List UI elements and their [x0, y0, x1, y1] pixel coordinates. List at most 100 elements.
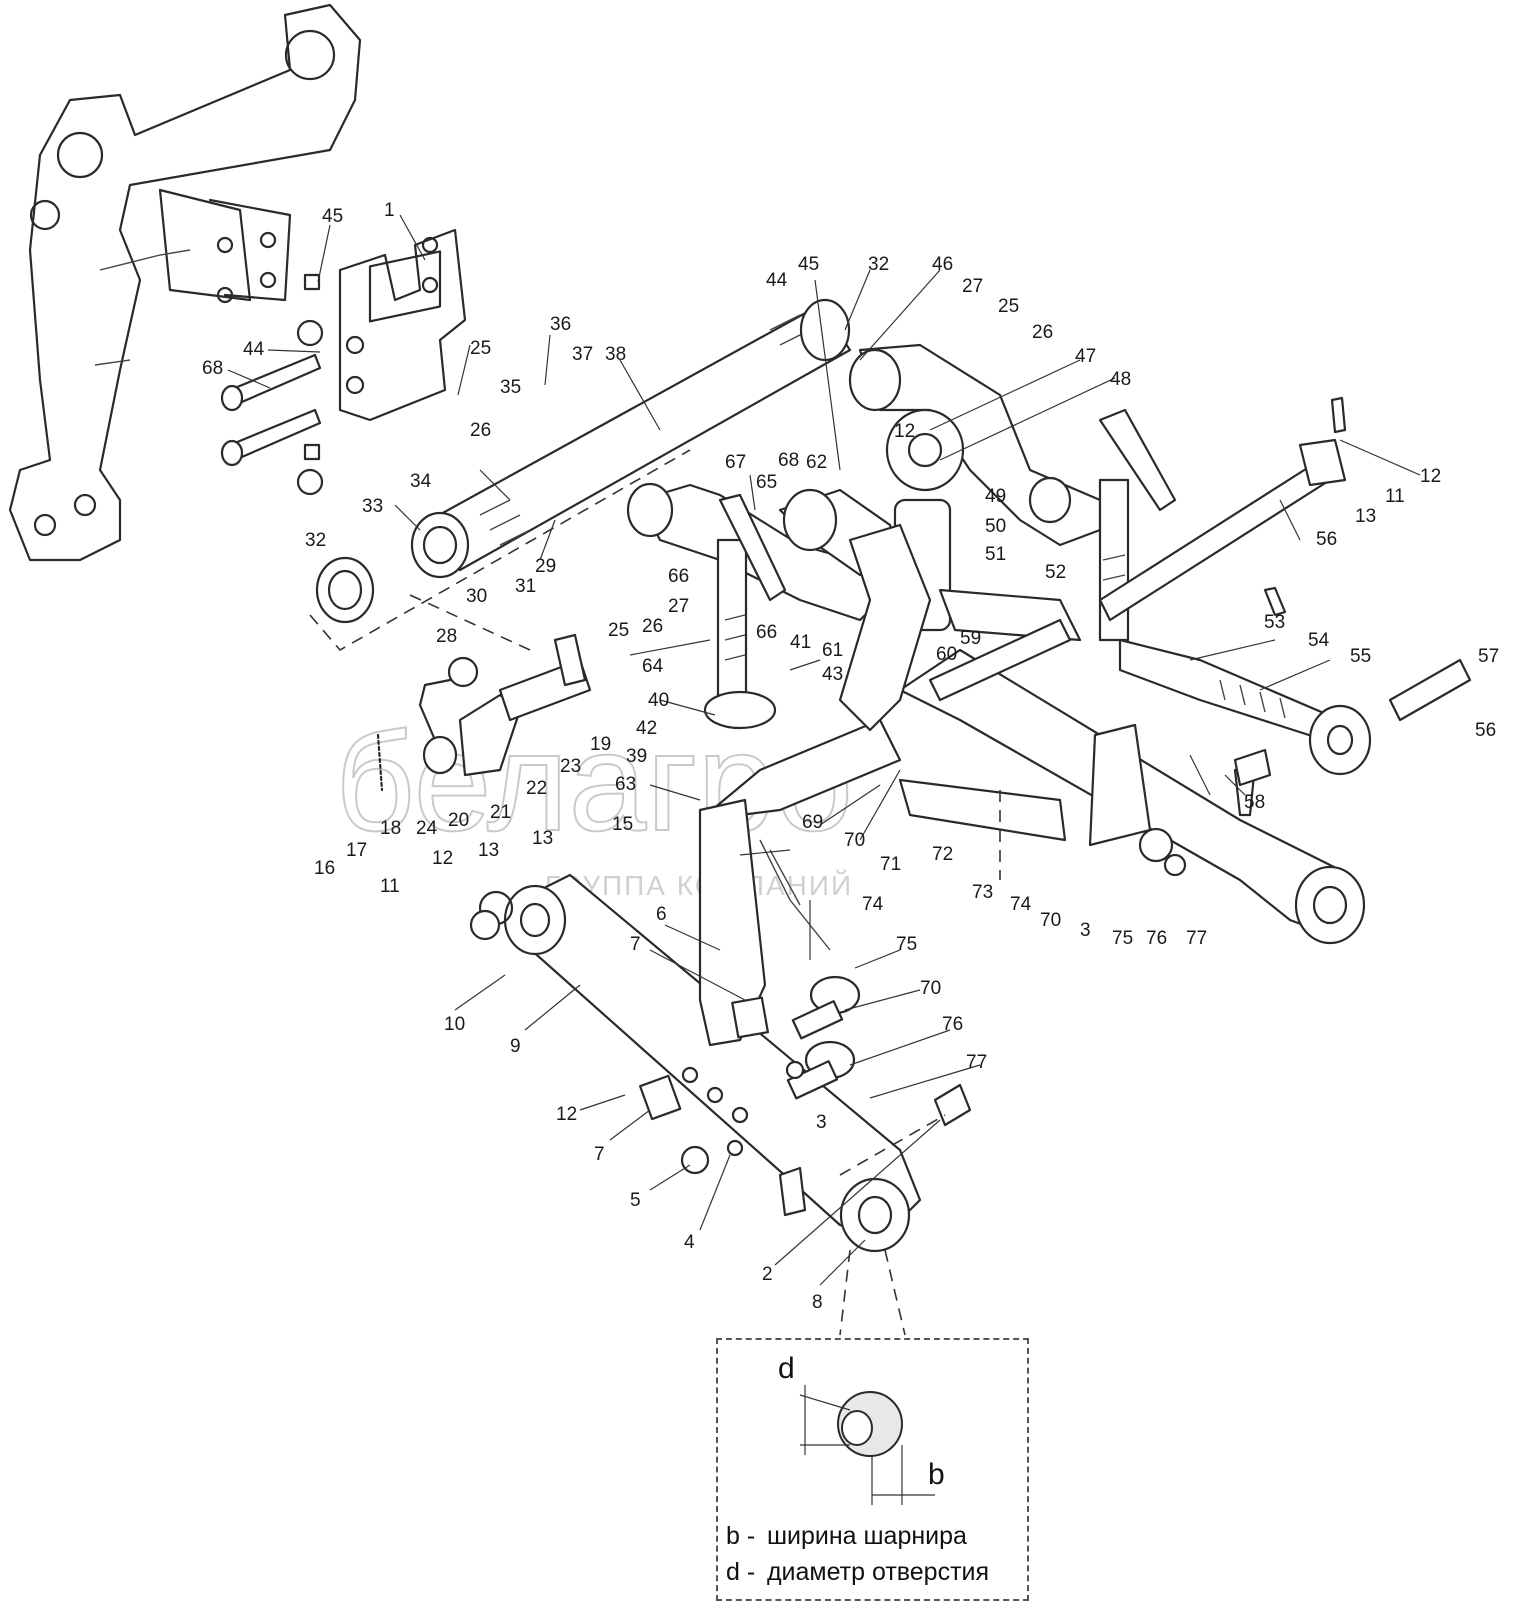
- hardware: [469, 396, 1347, 1217]
- callout: 11: [380, 876, 400, 897]
- callout: 19: [590, 734, 611, 755]
- callout: 60: [936, 644, 957, 665]
- callout: 76: [1146, 928, 1167, 949]
- legend-symbol-d: d -: [726, 1558, 756, 1586]
- callout: 15: [612, 814, 633, 835]
- callout: 45: [798, 254, 819, 275]
- callout: 31: [515, 576, 536, 597]
- callout: 73: [972, 882, 993, 903]
- callout: 75: [896, 934, 917, 955]
- assembly-lines: [309, 449, 1001, 1336]
- callout: 47: [1075, 346, 1096, 367]
- callout: 27: [668, 596, 689, 617]
- dimension-b-label: b: [928, 1458, 945, 1491]
- callout: 66: [668, 566, 689, 587]
- callout: 29: [535, 556, 556, 577]
- callout: 25: [470, 338, 491, 359]
- callout: 56: [1316, 529, 1337, 550]
- callout: 38: [605, 344, 626, 365]
- callout: 77: [1186, 928, 1207, 949]
- callout: 42: [636, 718, 657, 739]
- callout: 17: [346, 840, 367, 861]
- callout: 24: [416, 818, 438, 839]
- callout: 7: [630, 934, 641, 955]
- bracket-plate: [338, 228, 467, 422]
- callout: 76: [942, 1014, 963, 1035]
- callout: 33: [362, 496, 383, 517]
- callout: 48: [1110, 369, 1131, 390]
- dimension-legend: d b b - ширина шарнира d - диаметр отвер…: [716, 1338, 1029, 1601]
- callout: 37: [572, 344, 593, 365]
- callout: 13: [478, 840, 499, 861]
- callout: 36: [550, 314, 571, 335]
- callout: 72: [932, 844, 953, 865]
- ball-joint-detail: [799, 1385, 935, 1505]
- callout: 26: [642, 616, 663, 637]
- callout: 32: [305, 530, 326, 551]
- callout-labels: 1 45 44 68 25 36 37 38 35 26 34 33 32 30…: [202, 200, 1499, 1313]
- callout: 21: [490, 802, 511, 823]
- legend-line-d: d - диаметр отверстия: [726, 1558, 989, 1587]
- callout: 61: [822, 640, 843, 661]
- callout: 13: [532, 828, 553, 849]
- callout: 26: [470, 420, 491, 441]
- callout: 54: [1308, 630, 1330, 651]
- callout: 6: [656, 904, 667, 925]
- callout: 50: [985, 516, 1006, 537]
- callout: 46: [932, 254, 953, 275]
- callout: 43: [822, 664, 843, 685]
- callout: 30: [466, 586, 487, 607]
- callout: 63: [615, 774, 636, 795]
- legend-text-b: ширина шарнира: [766, 1522, 967, 1550]
- brace-chain: [698, 778, 1067, 1100]
- callout: 34: [410, 471, 432, 492]
- callout: 22: [526, 778, 547, 799]
- callout: 10: [444, 1014, 465, 1035]
- callout: 20: [448, 810, 469, 831]
- callout: 5: [630, 1190, 641, 1211]
- callout: 44: [243, 339, 265, 360]
- callout: 75: [1112, 928, 1133, 949]
- callout: 9: [510, 1036, 521, 1057]
- callout: 55: [1350, 646, 1371, 667]
- callout: 65: [756, 472, 777, 493]
- legend-line-b: b - ширина шарнира: [726, 1522, 967, 1551]
- callout: 69: [802, 812, 823, 833]
- callout: 8: [812, 1292, 823, 1313]
- callout: 26: [1032, 322, 1053, 343]
- callout: 71: [880, 854, 901, 875]
- lower-frame: [698, 523, 1366, 945]
- callout: 39: [626, 746, 647, 767]
- callout: 77: [966, 1052, 987, 1073]
- callout: 67: [725, 452, 746, 473]
- callout: 25: [608, 620, 629, 641]
- callout: 25: [998, 296, 1019, 317]
- callout: 68: [778, 450, 799, 471]
- top-links: [928, 438, 1347, 702]
- lower-link: [503, 873, 922, 1253]
- callout: 7: [594, 1144, 605, 1165]
- callout: 62: [806, 452, 827, 473]
- callout: 40: [648, 690, 669, 711]
- callout: 70: [920, 978, 941, 999]
- callout: 41: [790, 632, 811, 653]
- callout: 11: [1385, 486, 1405, 507]
- callout: 13: [1355, 506, 1376, 527]
- callout: 32: [868, 254, 889, 275]
- callout: 1: [384, 200, 395, 221]
- callout: 4: [684, 1232, 695, 1253]
- callout: 35: [500, 377, 521, 398]
- leader-lines: [227, 214, 1421, 1286]
- callout: 18: [380, 818, 401, 839]
- callout: 2: [762, 1264, 773, 1285]
- callout: 59: [960, 628, 981, 649]
- callout: 53: [1264, 612, 1285, 633]
- callout: 12: [1420, 466, 1441, 487]
- callout: 70: [1040, 910, 1061, 931]
- callout: 51: [985, 544, 1006, 565]
- callout: 3: [816, 1112, 827, 1133]
- legend-symbol-b: b -: [726, 1522, 756, 1550]
- main-shaft: [315, 298, 852, 624]
- callout: 3: [1080, 920, 1091, 941]
- dimension-d-label: d: [778, 1352, 795, 1385]
